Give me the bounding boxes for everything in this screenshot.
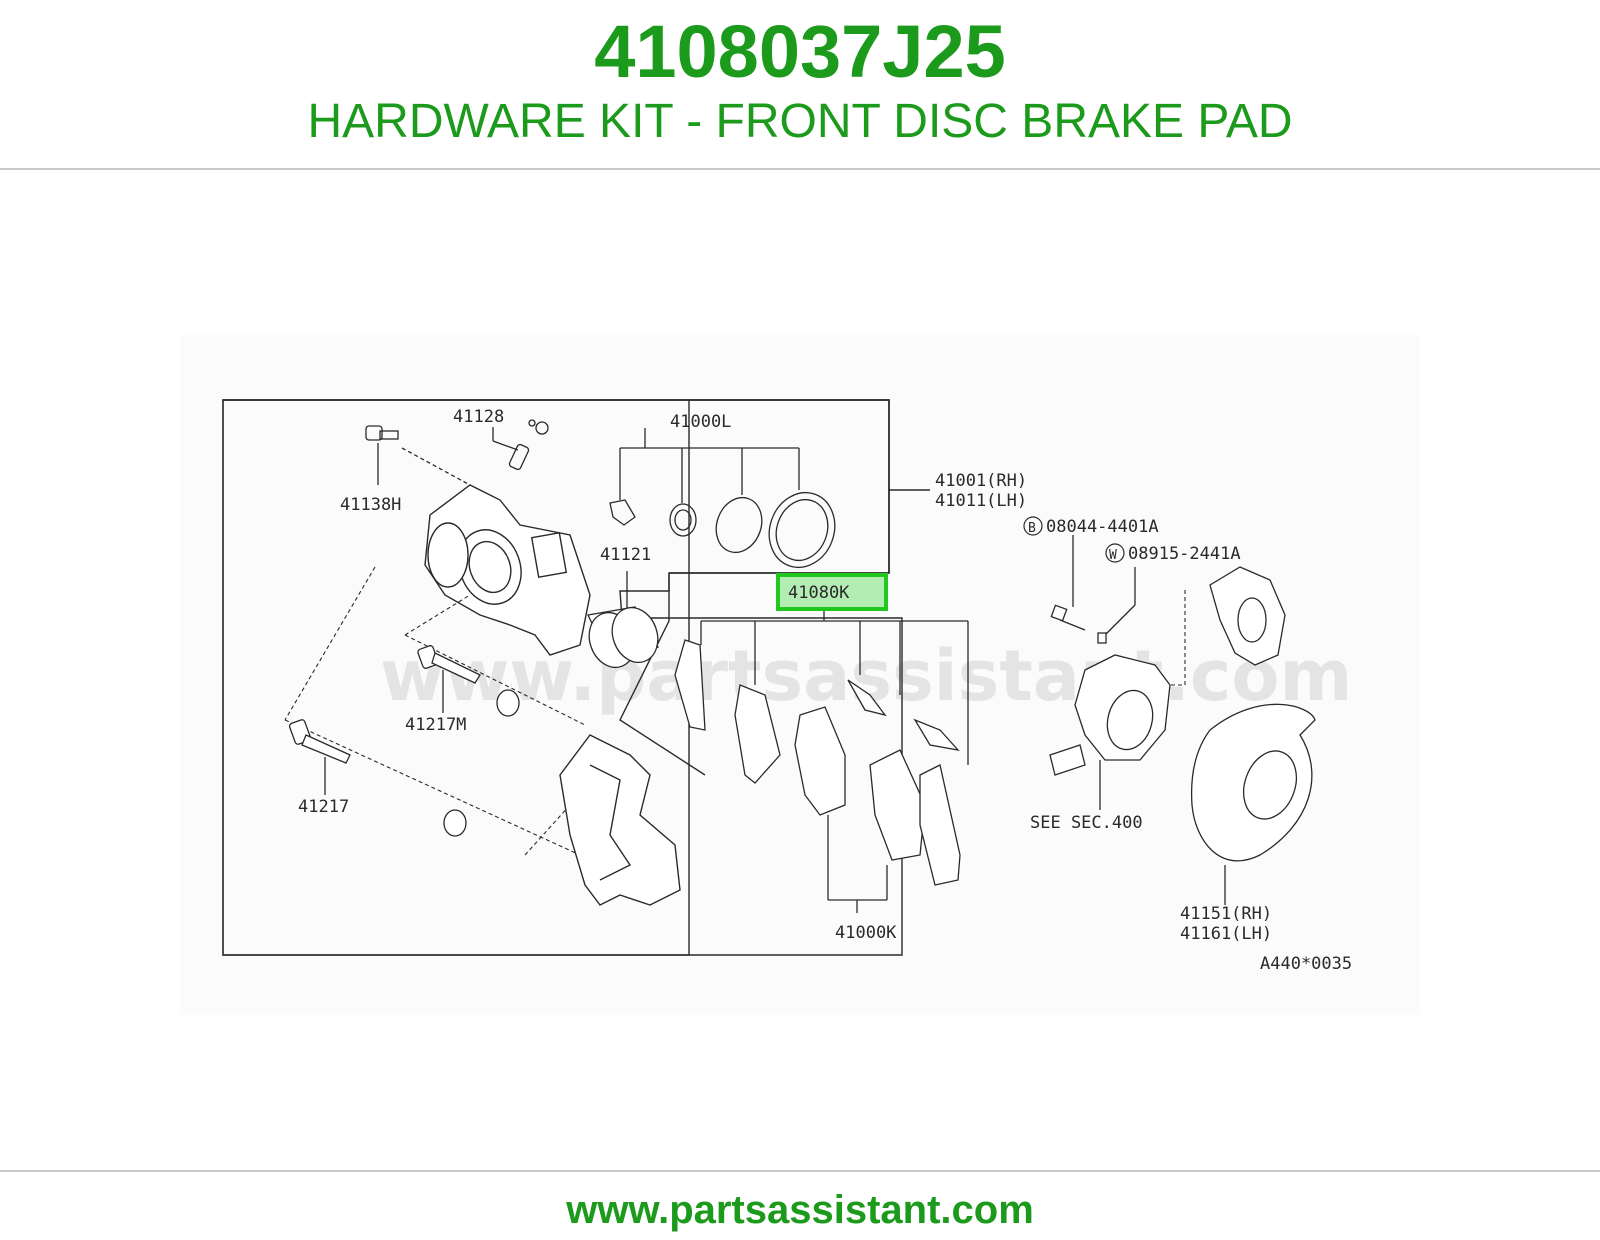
assembly-guide-lines bbox=[284, 566, 1186, 856]
brake-pads-drawing bbox=[674, 639, 961, 886]
label-41161-lh[interactable]: 41161(LH) bbox=[1180, 924, 1272, 944]
header-divider bbox=[0, 168, 1600, 170]
label-41121[interactable]: 41121 bbox=[600, 545, 651, 565]
footer-website-link[interactable]: www.partsassistant.com bbox=[566, 1188, 1034, 1232]
bolt-41138h-drawing bbox=[365, 425, 471, 486]
guide-pins-drawing bbox=[288, 645, 520, 837]
part-number-title: 4108037J25 bbox=[594, 10, 1006, 93]
label-41151-rh[interactable]: 41151(RH) bbox=[1180, 904, 1272, 924]
label-41000k[interactable]: 41000K bbox=[835, 923, 897, 943]
caliper-body-drawing bbox=[424, 484, 591, 656]
label-08915-2441a[interactable]: 08915-2441A bbox=[1128, 544, 1241, 564]
label-08044-prefix: B bbox=[1028, 521, 1036, 536]
label-41001-rh[interactable]: 41001(RH) bbox=[935, 471, 1027, 491]
label-41011-lh[interactable]: 41011(LH) bbox=[935, 491, 1027, 511]
page-header: 4108037J25 HARDWARE KIT - FRONT DISC BRA… bbox=[0, 0, 1600, 170]
diagram-canvas: www.partsassistant.com bbox=[222, 399, 1352, 974]
bolt-marker-icon bbox=[1023, 516, 1043, 536]
pad-hardware-leaders bbox=[700, 607, 969, 765]
label-41000l[interactable]: 41000L bbox=[670, 412, 731, 432]
pad-group-leader bbox=[619, 573, 706, 776]
pad-set-leader bbox=[827, 815, 888, 913]
part-description: HARDWARE KIT - FRONT DISC BRAKE PAD bbox=[307, 95, 1293, 148]
footer-divider bbox=[0, 1170, 1600, 1172]
dust-shield-drawing bbox=[1190, 703, 1316, 905]
highlighted-part-box[interactable] bbox=[776, 573, 888, 611]
piston-drawing bbox=[587, 571, 659, 669]
steering-knuckle-drawing bbox=[1049, 535, 1171, 810]
caliper-reference-drawing bbox=[1209, 566, 1286, 666]
parts-diagram: www.partsassistant.com bbox=[180, 335, 1420, 1015]
seal-kit-drawing bbox=[609, 428, 836, 568]
label-41138h[interactable]: 41138H bbox=[340, 495, 401, 515]
label-see-sec-400[interactable]: SEE SEC.400 bbox=[1030, 813, 1143, 833]
label-41217m[interactable]: 41217M bbox=[405, 715, 466, 735]
label-08044-4401a[interactable]: 08044-4401A bbox=[1046, 517, 1159, 537]
label-41080k[interactable]: 41080K bbox=[788, 583, 850, 603]
washer-marker-icon bbox=[1105, 543, 1125, 563]
figure-code: A440*0035 bbox=[1260, 954, 1352, 974]
bleeder-screw-drawing bbox=[492, 419, 549, 471]
label-08915-prefix: W bbox=[1109, 548, 1117, 563]
label-41217[interactable]: 41217 bbox=[298, 797, 349, 817]
label-41128[interactable]: 41128 bbox=[453, 407, 504, 427]
torque-member-drawing bbox=[559, 734, 681, 906]
